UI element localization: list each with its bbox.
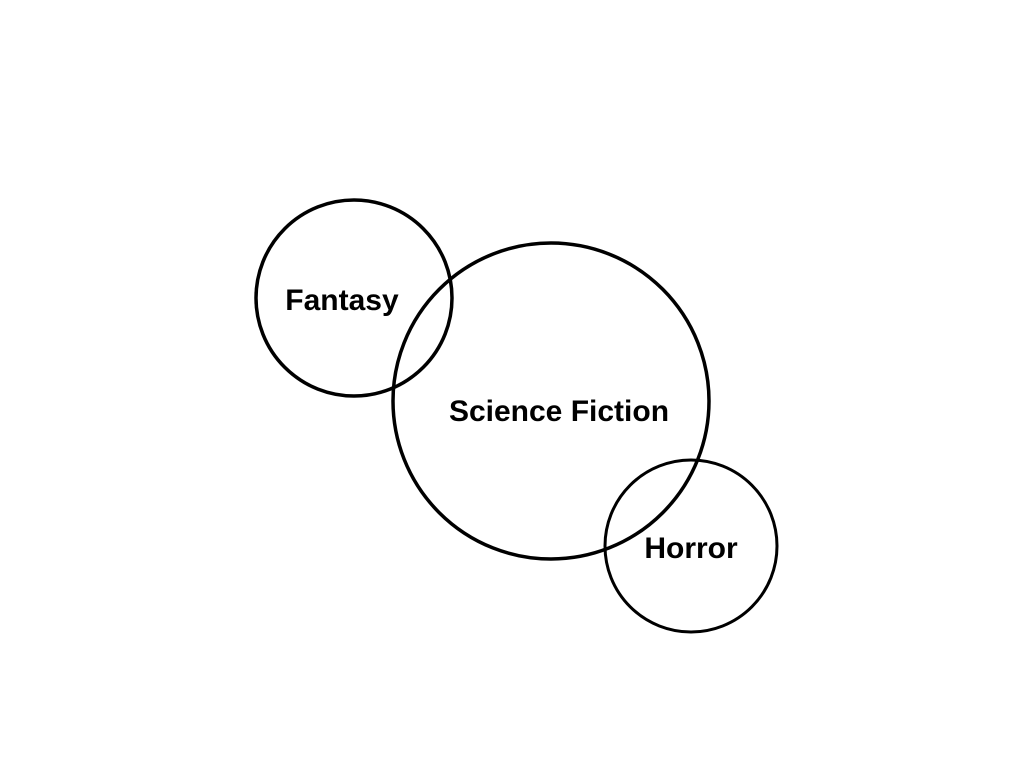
fantasy-circle: [254, 198, 454, 398]
science-fiction-circle: [391, 241, 711, 561]
science-fiction-label: Science Fiction: [449, 395, 669, 428]
horror-circle: [603, 458, 779, 634]
fantasy-label: Fantasy: [285, 284, 399, 317]
horror-label: Horror: [644, 532, 738, 565]
